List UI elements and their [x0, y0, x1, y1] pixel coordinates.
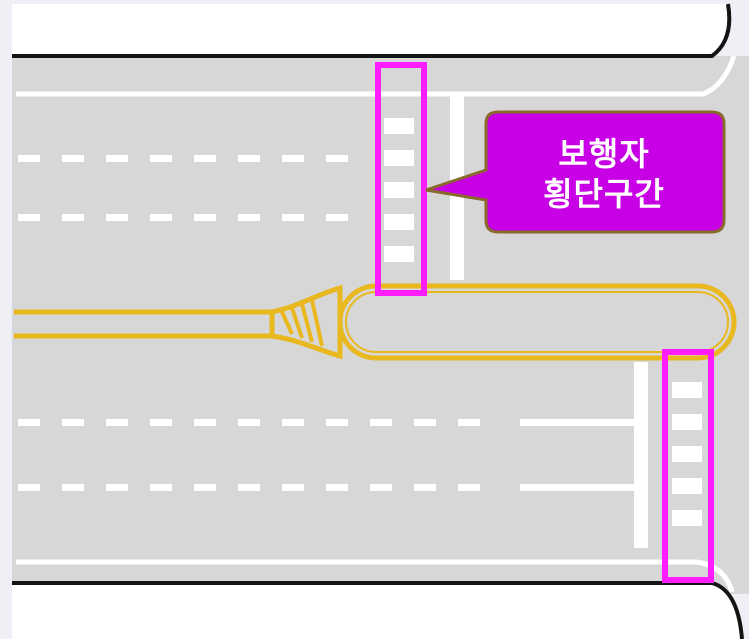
- median-island-inner: [345, 291, 729, 353]
- upper-lane-dashes: [18, 155, 348, 221]
- bottom-curb: [12, 581, 744, 639]
- upper-crosswalk-highlight: [375, 62, 427, 296]
- lower-stop-line: [634, 362, 648, 548]
- callout-bubble: [425, 110, 726, 234]
- lower-lane-dashes: [18, 419, 480, 491]
- lower-crosswalk: [672, 382, 702, 526]
- lower-crosswalk-highlight: [662, 349, 714, 583]
- bottom-sidewalk: [12, 583, 744, 639]
- top-curb: [12, 3, 732, 58]
- callout-line-1: 보행자: [558, 135, 650, 173]
- lower-solid-lane-line-2: [520, 484, 636, 491]
- median-hatching: [280, 299, 324, 347]
- lower-solid-lane-line-1: [520, 419, 636, 426]
- callout-label: 보행자 횡단구간: [486, 118, 722, 230]
- top-edge-line: [16, 55, 737, 97]
- callout-line-2: 횡단구간: [543, 175, 665, 213]
- bottom-edge-line: [16, 559, 735, 593]
- median-center-line: [14, 309, 272, 339]
- top-sidewalk: [12, 4, 728, 56]
- upper-crosswalk: [384, 118, 414, 262]
